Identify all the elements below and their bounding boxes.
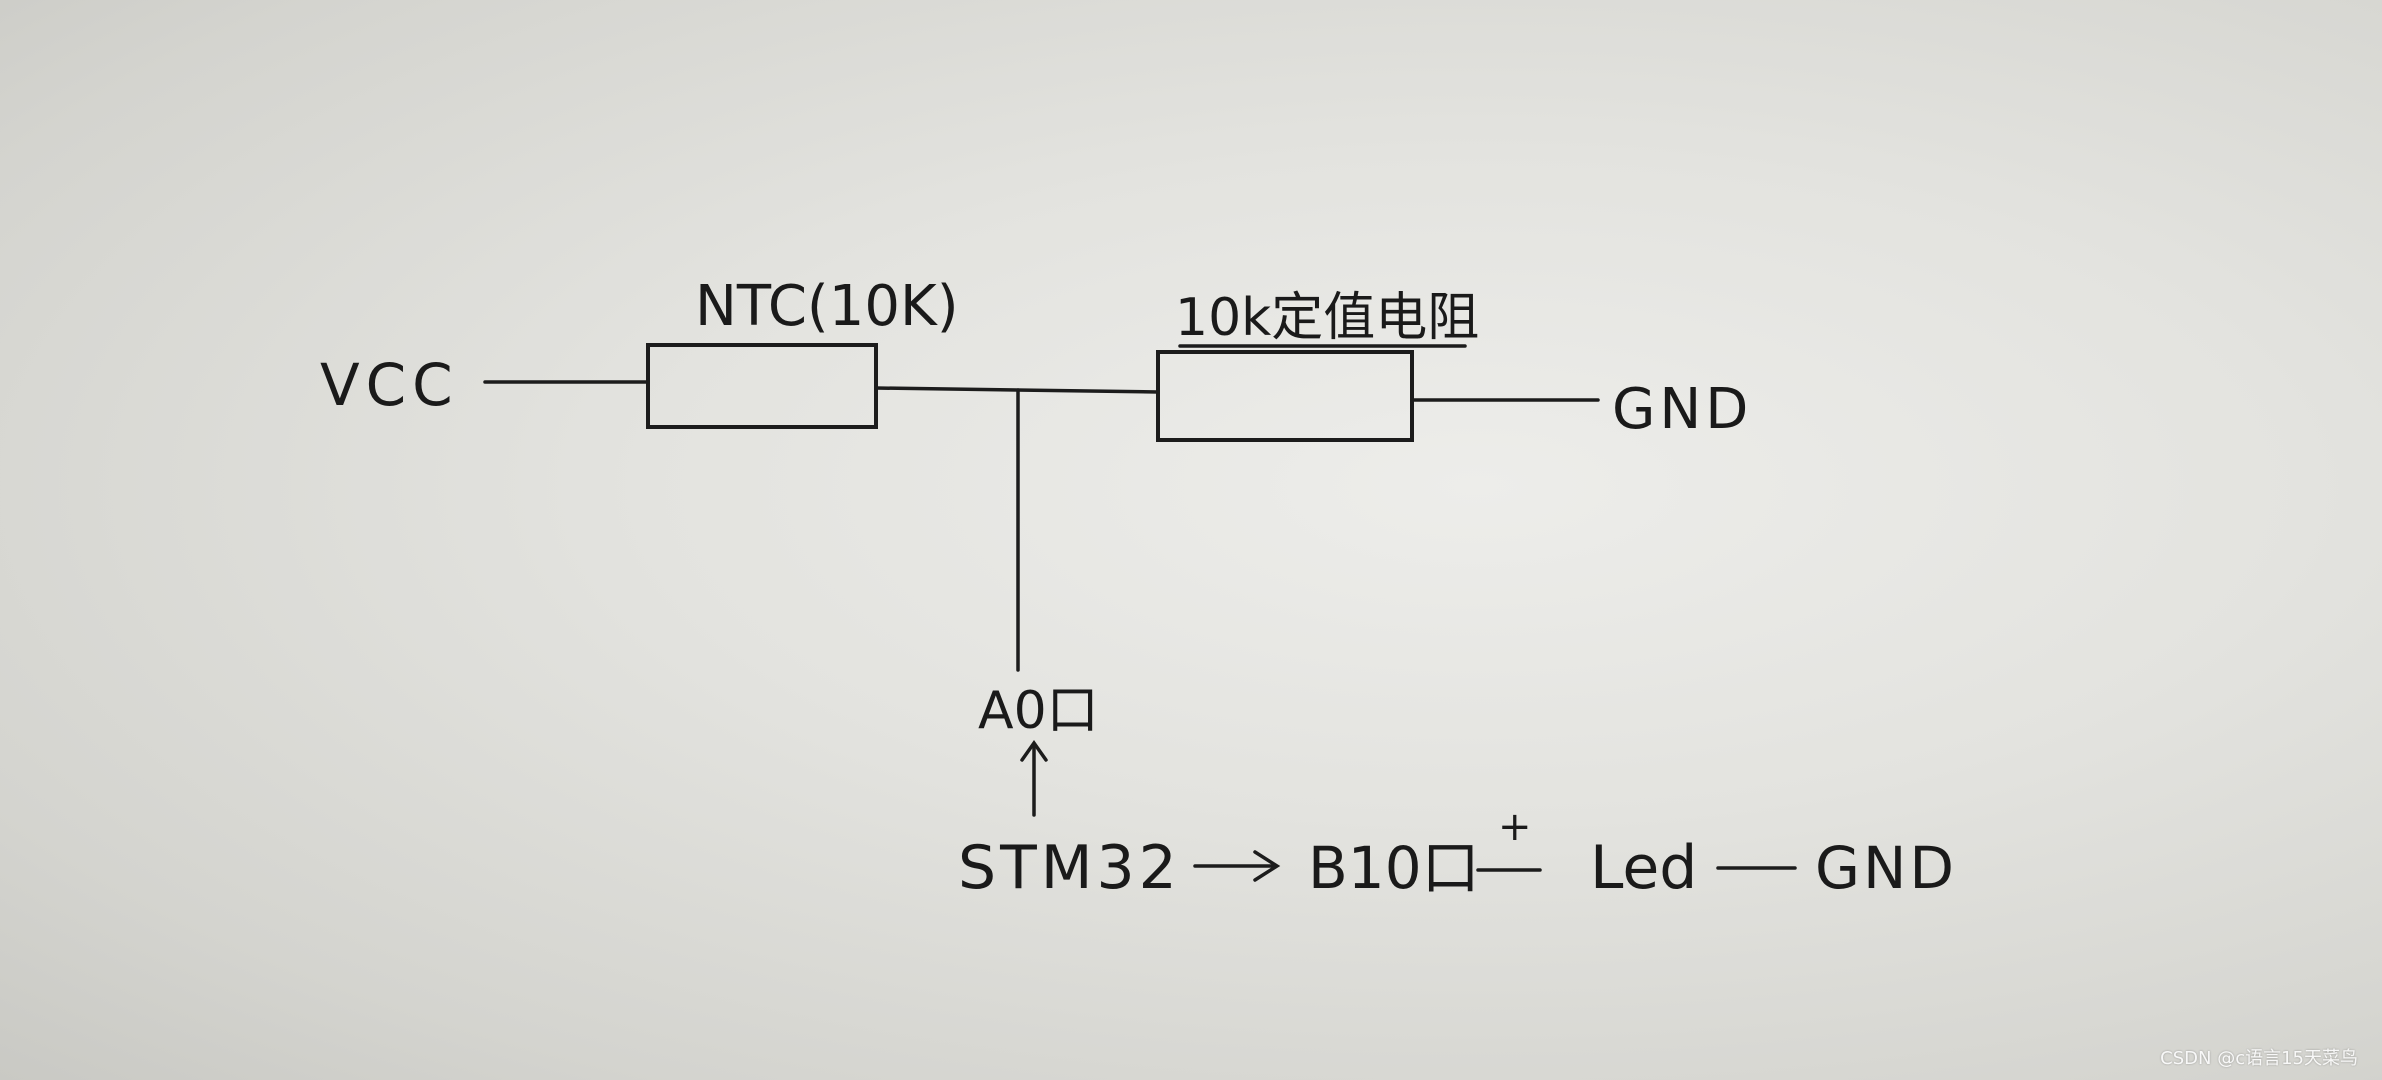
- ntc-label: NTC(10K): [695, 274, 959, 339]
- ntc-resistor: [646, 343, 878, 429]
- led-label: Led: [1590, 833, 1697, 903]
- gnd-bottom-label: GND: [1815, 834, 1957, 902]
- b10-port-label: B10口: [1308, 834, 1480, 902]
- arrow-up-head-icon: [1020, 739, 1048, 762]
- plus-label: +: [1498, 804, 1532, 850]
- vcc-label: VCC: [320, 351, 459, 419]
- a0-port-label: A0口: [978, 681, 1099, 741]
- stm32-label: STM32: [958, 833, 1181, 903]
- fixed-resistor-label: 10k定值电阻: [1175, 288, 1479, 348]
- arrow-right-head-icon: [1253, 850, 1281, 882]
- watermark: CSDN @c语言15天菜鸟: [2160, 1048, 2358, 1069]
- gnd-top-label: GND: [1612, 377, 1752, 442]
- fixed-resistor: [1156, 350, 1414, 442]
